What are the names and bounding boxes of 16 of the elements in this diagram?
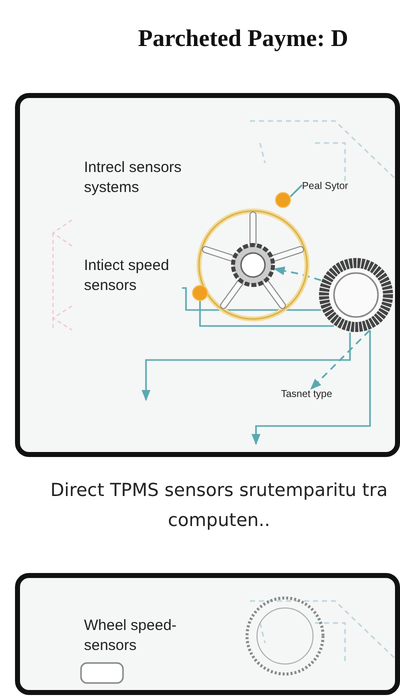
connector-line xyxy=(182,287,322,311)
connector-line xyxy=(199,301,334,327)
diagram-panel xyxy=(15,573,400,695)
callout-label: Tasnet type xyxy=(281,389,332,400)
diagram-panel xyxy=(15,93,400,457)
callout-label: Intrecl sensors systems xyxy=(84,158,183,198)
callout-label: Peal Sytor xyxy=(302,181,348,192)
caption: Direct TPMS sensors srutemparitu tra computen.. xyxy=(49,479,389,533)
arrow xyxy=(310,330,370,390)
leader-line xyxy=(290,184,303,198)
callout-label: Wheel speed- sensors xyxy=(84,616,178,656)
callout-label: Intiect speed sensors xyxy=(84,256,182,296)
title: Parcheted Payme: D xyxy=(138,26,348,53)
arrow xyxy=(142,332,351,402)
arrow xyxy=(274,266,322,282)
arrow xyxy=(252,330,371,446)
